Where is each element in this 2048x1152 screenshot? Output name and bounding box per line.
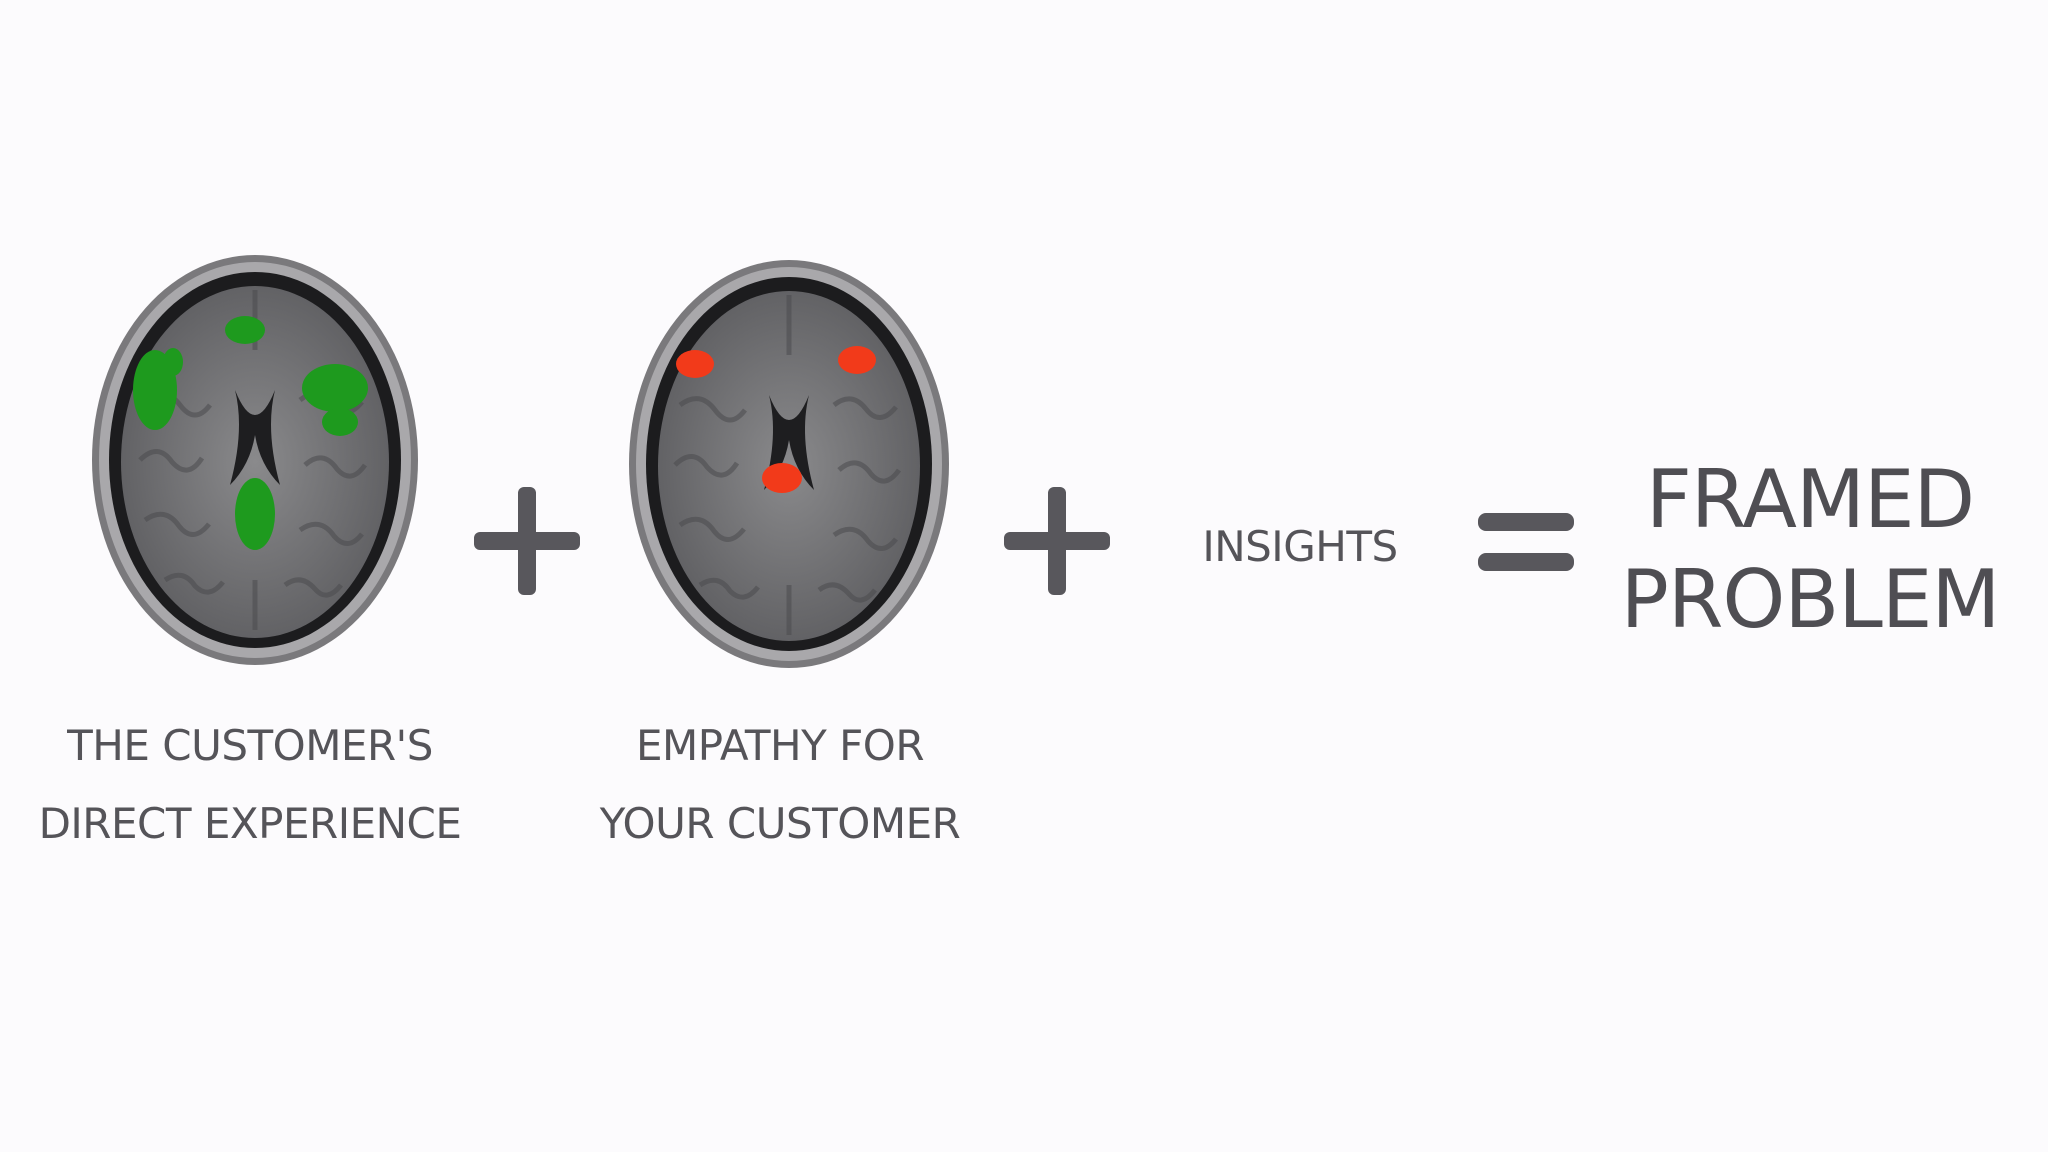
result-label: FRAMED PROBLEM bbox=[1590, 450, 2030, 650]
plus-icon bbox=[474, 487, 580, 595]
brain-scan-green-icon bbox=[85, 250, 425, 670]
plus-icon bbox=[1004, 487, 1110, 595]
caption-direct-experience: THE CUSTOMER'S DIRECT EXPERIENCE bbox=[20, 707, 480, 863]
brain-scan-red-icon bbox=[622, 255, 957, 673]
equals-icon bbox=[1478, 513, 1574, 571]
caption-empathy: EMPATHY FOR YOUR CUSTOMER bbox=[560, 707, 1000, 863]
result-line-1: FRAMED bbox=[1645, 453, 1975, 546]
caption-line: DIRECT EXPERIENCE bbox=[38, 799, 462, 848]
caption-line: YOUR CUSTOMER bbox=[599, 799, 961, 848]
result-line-2: PROBLEM bbox=[1620, 553, 2001, 646]
caption-line: EMPATHY FOR bbox=[635, 721, 925, 770]
caption-line: THE CUSTOMER'S bbox=[67, 721, 433, 770]
insights-label: INSIGHTS bbox=[1202, 522, 1398, 571]
